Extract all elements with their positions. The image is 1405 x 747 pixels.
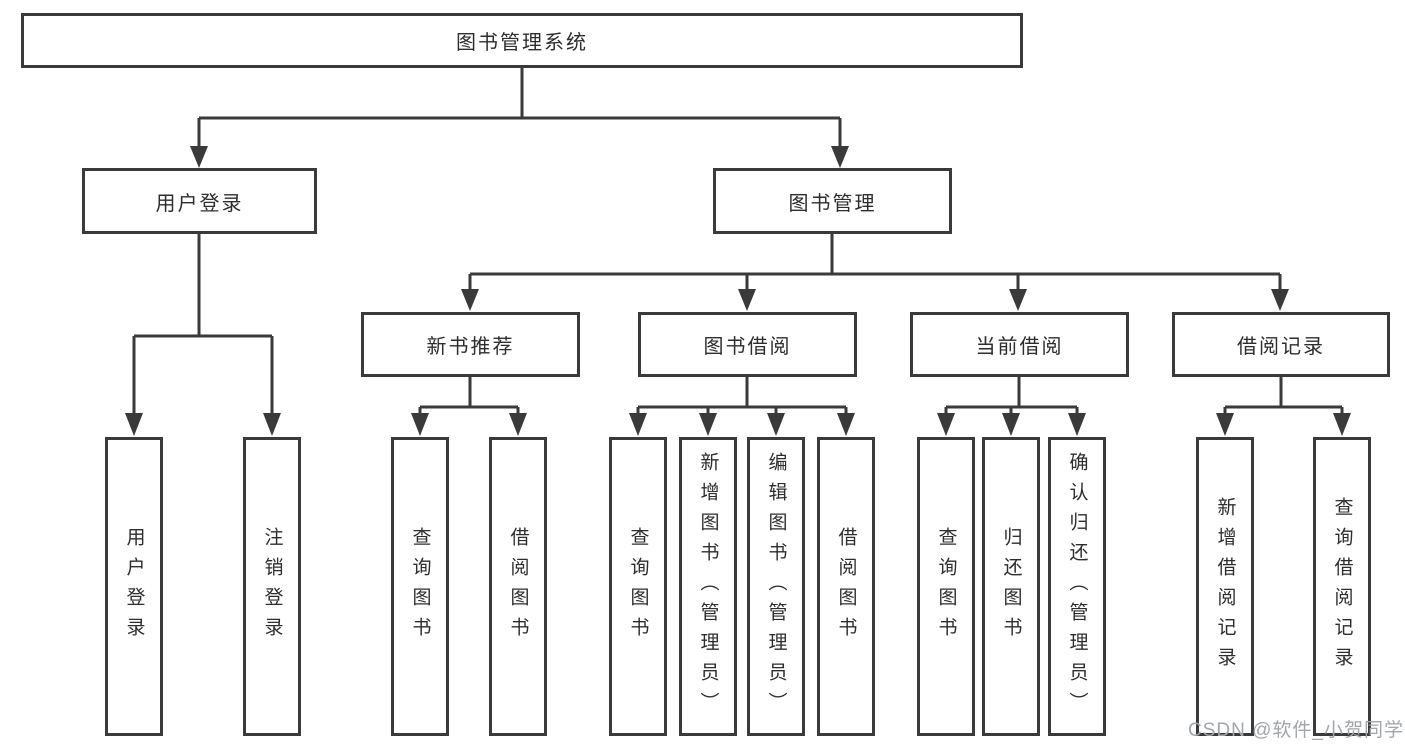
csdn-watermark: CSDN @软件_小贺同学 <box>1188 720 1404 741</box>
leaf-return-book: 归还图书 <box>982 437 1040 736</box>
connector-new-book-recommend-to-leaves <box>411 377 527 436</box>
connector-book-borrow-to-leaves <box>629 377 855 436</box>
node-new-book-recommend: 新书推荐 <box>361 312 580 377</box>
leaf-logout: 注销登录 <box>243 437 301 736</box>
leaf-query-books-borrow: 查询图书 <box>609 437 667 736</box>
leaf-confirm-return-admin: 确认归还（管理员） <box>1048 437 1106 736</box>
connector-borrow-records-to-leaves <box>1216 377 1351 436</box>
leaf-query-borrow-record: 查询借阅记录 <box>1313 437 1371 736</box>
leaf-user-login: 用户登录 <box>105 437 163 736</box>
leaf-borrow-books-recommend: 借阅图书 <box>489 437 547 736</box>
node-user-login: 用户登录 <box>82 168 317 234</box>
leaf-borrow-books: 借阅图书 <box>817 437 875 736</box>
connector-root-to-level2 <box>190 68 849 168</box>
leaf-query-books-recommend: 查询图书 <box>391 437 449 736</box>
node-current-borrow: 当前借阅 <box>910 312 1129 377</box>
node-borrow-records: 借阅记录 <box>1172 312 1390 377</box>
leaf-edit-book-admin: 编辑图书（管理员） <box>747 437 805 736</box>
node-root-system: 图书管理系统 <box>21 13 1023 68</box>
connector-user-login-to-leaves <box>125 234 281 436</box>
leaf-query-books-current: 查询图书 <box>917 437 975 736</box>
node-book-management: 图书管理 <box>713 168 952 234</box>
leaf-add-borrow-record: 新增借阅记录 <box>1196 437 1254 736</box>
node-book-borrow: 图书借阅 <box>638 312 857 377</box>
connector-book-management-to-level3 <box>461 234 1289 311</box>
leaf-add-book-admin: 新增图书（管理员） <box>679 437 737 736</box>
connector-current-borrow-to-leaves <box>937 377 1086 436</box>
